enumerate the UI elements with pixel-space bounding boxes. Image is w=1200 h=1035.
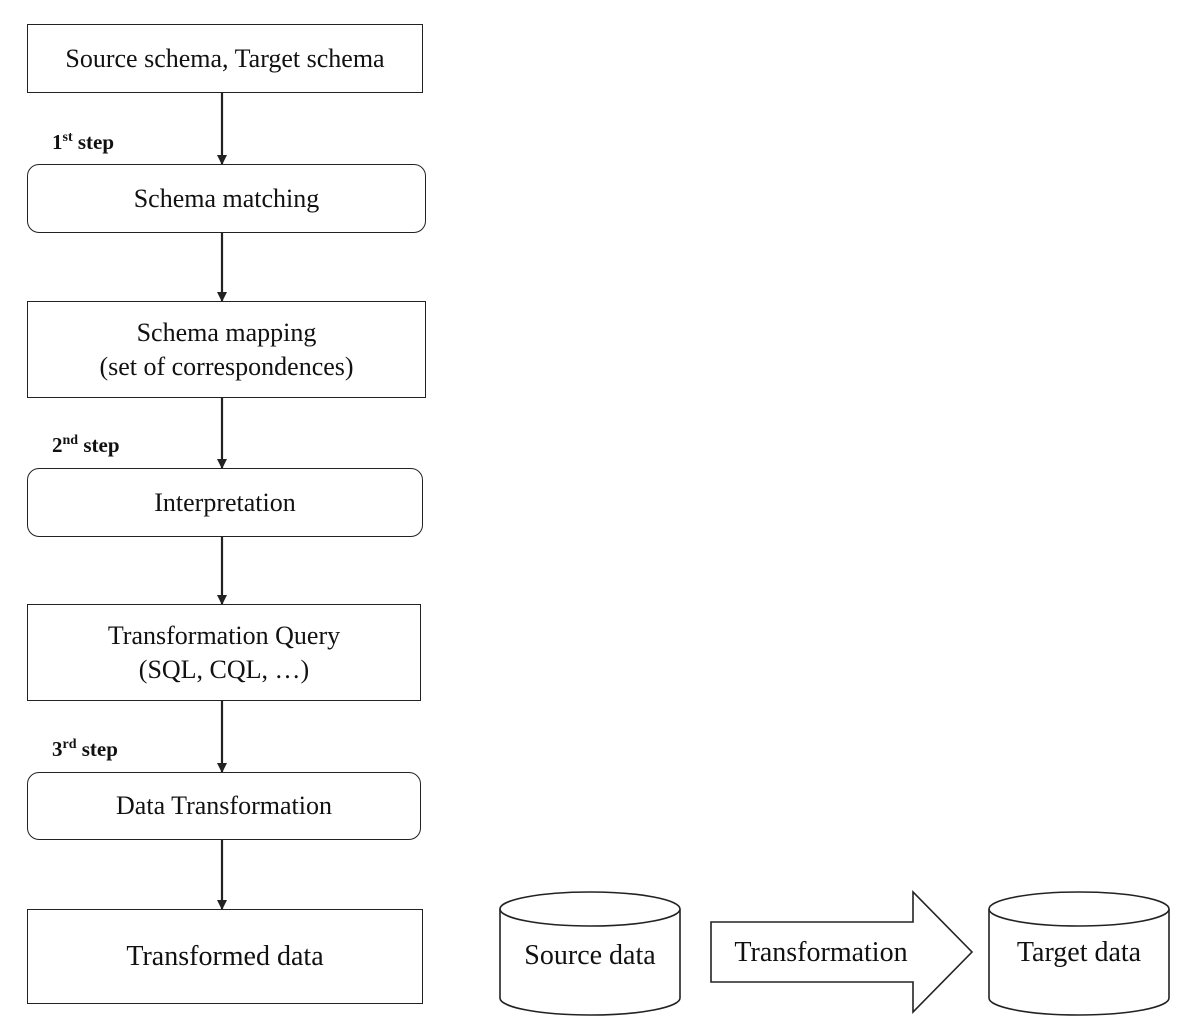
step-label-3: 3rd step	[52, 737, 118, 761]
input-schemas-box: Source schema, Target schema	[27, 24, 423, 93]
step-label-1: 1st step	[52, 130, 114, 154]
target-data-cylinder	[988, 891, 1170, 1016]
input-schemas-label: Source schema, Target schema	[65, 43, 385, 73]
transformed-data-label: Transformed data	[126, 940, 324, 972]
source-data-label: Source data	[524, 940, 656, 971]
transformation-query-sublabel: (SQL, CQL, …)	[138, 654, 310, 684]
transformed-data-box: Transformed data	[27, 909, 423, 1004]
step-ordinal-suffix: st	[62, 130, 73, 145]
target-data-label: Target data	[1016, 937, 1142, 968]
transformation-query-box: Transformation Query (SQL, CQL, …)	[27, 604, 421, 701]
step-ordinal-suffix: rd	[62, 737, 77, 752]
data-transformation-label: Data Transformation	[116, 791, 332, 820]
transformation-label: Transformation	[734, 937, 908, 968]
schema-matching-box: Schema matching	[27, 164, 426, 233]
transformation-query-label: Transformation Query	[107, 620, 341, 650]
step-number: 2	[52, 433, 63, 457]
transformation-block-arrow	[710, 890, 974, 1014]
data-transformation-box: Data Transformation	[27, 772, 421, 840]
source-data-cylinder	[499, 891, 681, 1016]
schema-mapping-sublabel: (set of correspondences)	[99, 351, 354, 381]
step-label-2: 2nd step	[52, 433, 120, 457]
interpretation-label: Interpretation	[154, 487, 296, 517]
step-word: step	[83, 433, 120, 457]
schema-mapping-label: Schema mapping	[136, 317, 317, 347]
step-number: 1	[52, 130, 63, 154]
step-word: step	[81, 737, 118, 761]
schema-matching-label: Schema matching	[133, 183, 320, 213]
schema-mapping-box: Schema mapping (set of correspondences)	[27, 301, 426, 398]
step-ordinal-suffix: nd	[62, 433, 79, 448]
step-word: step	[77, 130, 115, 154]
step-number: 3	[52, 737, 63, 761]
interpretation-box: Interpretation	[27, 468, 423, 537]
